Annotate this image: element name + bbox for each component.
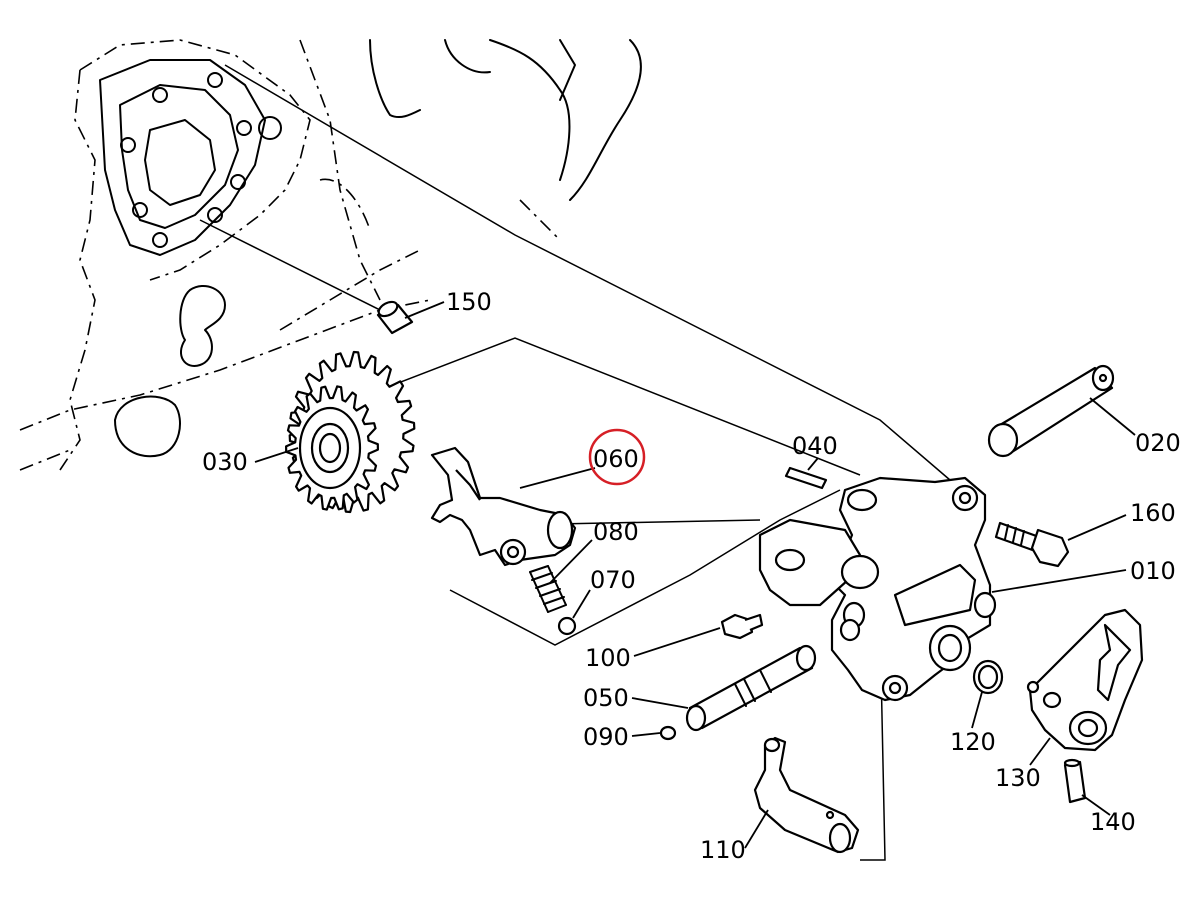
pump-body-010	[758, 476, 997, 702]
pin-040	[784, 466, 828, 490]
fork-lever-060	[430, 446, 577, 567]
callout-050[interactable]: 050	[583, 684, 629, 712]
callout-040[interactable]: 040	[792, 432, 838, 460]
dowel-pin-150	[376, 300, 414, 335]
callout-140[interactable]: 140	[1090, 808, 1136, 836]
callout-120[interactable]: 120	[950, 728, 996, 756]
shaft-020	[987, 364, 1115, 458]
plate-130	[1026, 608, 1144, 752]
pin-140	[1063, 758, 1087, 804]
callout-070[interactable]: 070	[590, 566, 636, 594]
gear-030	[285, 350, 416, 514]
o-ring-120	[972, 659, 1004, 695]
callout-130[interactable]: 130	[995, 764, 1041, 792]
callout-110[interactable]: 110	[700, 836, 746, 864]
bolt-160	[994, 521, 1070, 568]
callout-010[interactable]: 010	[1130, 557, 1176, 585]
leader-lines	[254, 301, 1136, 849]
o-ring-090	[659, 725, 677, 741]
ball-070	[557, 616, 577, 636]
bolt-100	[720, 613, 764, 640]
callout-150[interactable]: 150	[446, 288, 492, 316]
engine-housing	[19, 39, 642, 471]
highlight-circle	[588, 428, 646, 486]
callout-030[interactable]: 030	[202, 448, 248, 476]
callout-060[interactable]: 060	[593, 445, 639, 473]
callout-020[interactable]: 020	[1135, 429, 1181, 457]
callout-090[interactable]: 090	[583, 723, 629, 751]
callout-100[interactable]: 100	[585, 644, 631, 672]
callout-080[interactable]: 080	[593, 518, 639, 546]
callout-labels: 150 030 060 080 070 040 020 160 010 100 …	[202, 288, 1181, 864]
lever-110	[753, 736, 860, 854]
shaft-050	[685, 644, 817, 732]
spring-080	[529, 565, 567, 613]
callout-160[interactable]: 160	[1130, 499, 1176, 527]
